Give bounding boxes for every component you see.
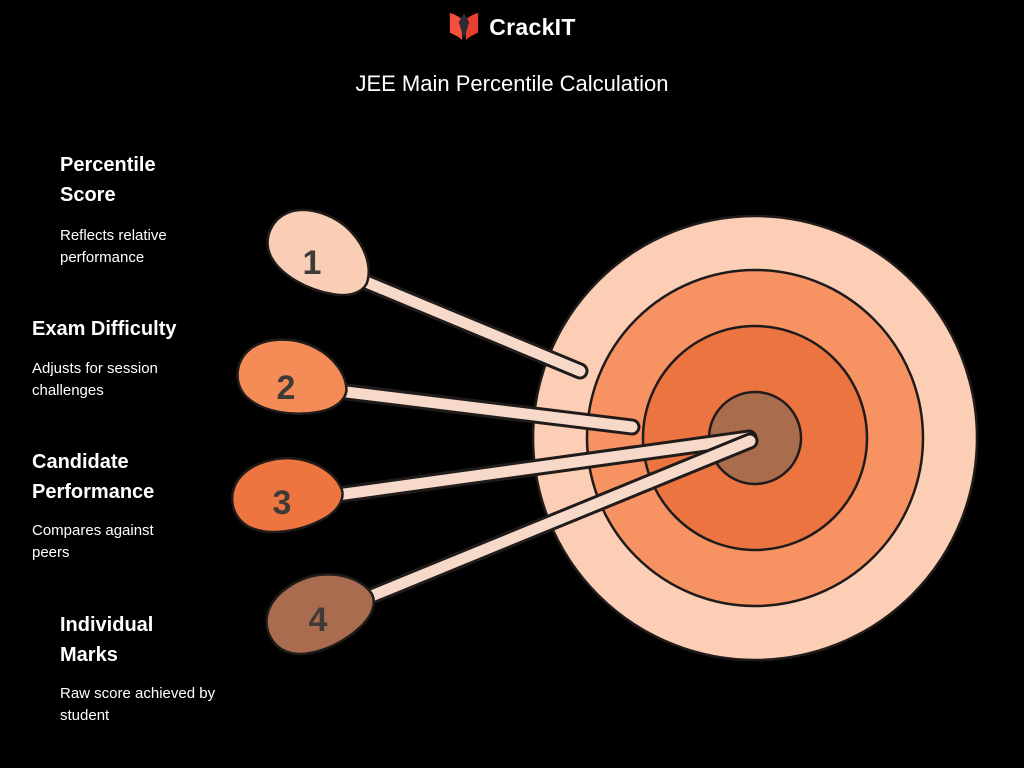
factor-4-desc: Raw score achieved by student — [60, 685, 216, 724]
blob-2-number: 2 — [277, 369, 296, 407]
factor-1-desc: Reflects relative performance — [60, 227, 167, 266]
factor-2-title: Exam Difficulty — [32, 318, 177, 340]
factor-4-title: Individual Marks — [60, 614, 154, 666]
blob-3-shape — [230, 456, 344, 534]
factor-3-desc: Compares against peers — [32, 522, 154, 561]
blob-3 — [230, 456, 344, 534]
connector-4-line — [346, 435, 756, 610]
connector-4 — [343, 432, 759, 613]
factor-3-title: Candidate Performance — [32, 451, 155, 503]
connector-1-line — [336, 266, 586, 377]
connector-3 — [321, 429, 758, 505]
blob-2-shape — [236, 338, 348, 415]
brand-name: CrackIT — [489, 13, 576, 40]
blob-4 — [265, 573, 375, 656]
connector-3-line — [324, 432, 755, 502]
connector-2 — [321, 381, 641, 436]
page-title: JEE Main Percentile Calculation — [355, 71, 669, 96]
factor-1-title: Percentile Score — [60, 154, 156, 206]
blob-3-number: 3 — [273, 484, 292, 522]
blob-2 — [236, 338, 348, 415]
crackit-logo-icon — [450, 12, 479, 41]
blob-4-number: 4 — [309, 601, 328, 639]
connector-2-line — [324, 384, 638, 433]
blob-1 — [266, 208, 370, 297]
factor-2-desc: Adjusts for session challenges — [32, 360, 158, 399]
brand-logo: CrackIT — [0, 10, 1024, 44]
blob-1-shape — [266, 208, 370, 297]
connector-1 — [333, 263, 589, 380]
blob-4-shape — [265, 573, 375, 656]
blob-1-number: 1 — [303, 244, 322, 282]
